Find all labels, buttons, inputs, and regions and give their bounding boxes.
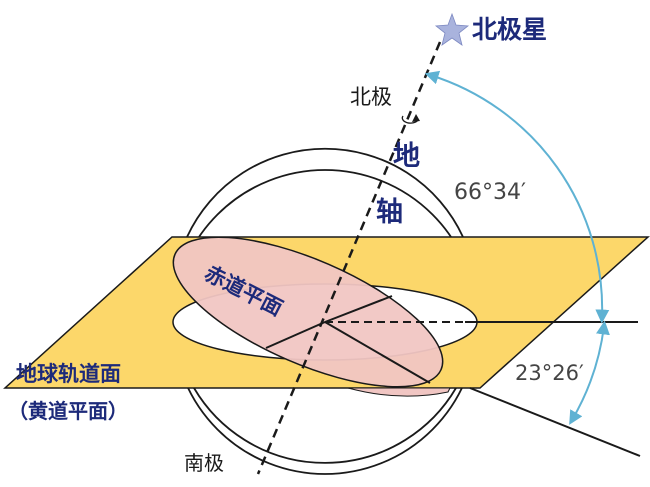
angle-upper-label: 66°34′ bbox=[454, 180, 526, 205]
rotation-arrow-head-icon bbox=[412, 114, 420, 122]
equator-plane bbox=[172, 236, 444, 388]
axis-label-char-2: 轴 bbox=[376, 197, 403, 228]
equator-plane-lower bbox=[347, 387, 451, 397]
earth-lower-hemisphere bbox=[193, 387, 457, 464]
angle-arc-upper bbox=[424, 70, 610, 324]
orbit-plane-label: 地球轨道面 bbox=[16, 362, 121, 386]
ecliptic-plane-label: （黄道平面） bbox=[8, 399, 128, 423]
north-pole-label: 北极 bbox=[350, 85, 392, 109]
angle-lower-label: 23°26′ bbox=[515, 361, 584, 385]
earth-upper-hemisphere bbox=[186, 147, 464, 238]
ecliptic-side-line bbox=[469, 387, 641, 457]
angle-arc-lower bbox=[569, 320, 610, 425]
north-star-icon bbox=[434, 12, 470, 46]
earth-axis bbox=[256, 41, 442, 475]
equator-radius-line-lower bbox=[265, 321, 326, 349]
equator-radius-line-diag bbox=[324, 321, 431, 384]
equator-radius-line-upper bbox=[324, 295, 393, 323]
axis-label-char-1: 地 bbox=[393, 141, 420, 172]
south-pole-label: 南极 bbox=[184, 451, 224, 475]
pole-star-label: 北极星 bbox=[472, 15, 547, 44]
